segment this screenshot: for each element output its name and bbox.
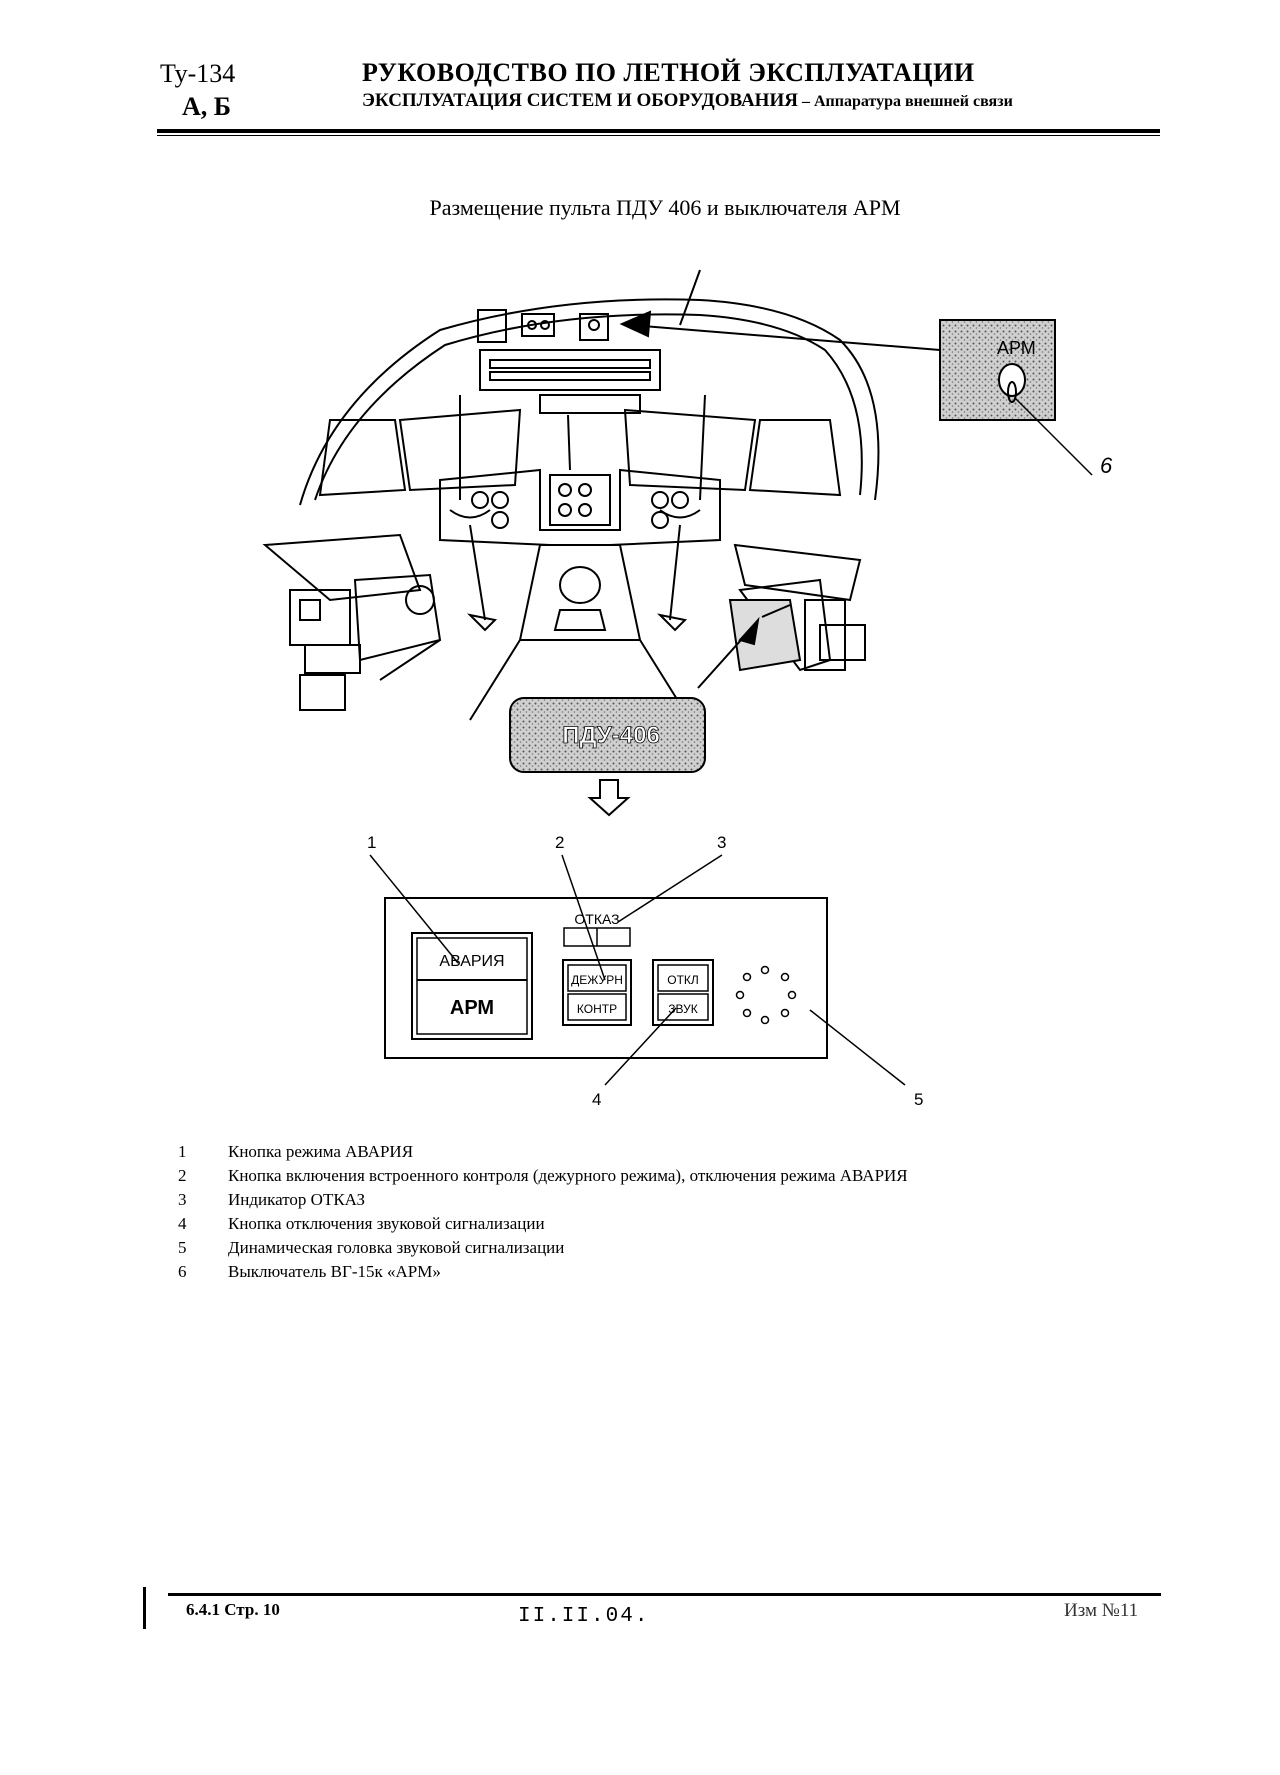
speaker-grille [735, 965, 797, 1025]
manual-title: РУКОВОДСТВО ПО ЛЕТНОЙ ЭКСПЛУАТАЦИИ [362, 58, 975, 87]
callout-2: 2 [555, 833, 564, 852]
down-arrow-icon [587, 779, 631, 817]
chapter-name: ЭКСПЛУАТАЦИЯ СИСТЕМ И ОБОРУДОВАНИЯ [362, 90, 798, 111]
section-name: – Аппаратура внешней связи [797, 93, 1013, 110]
header-rule-thin [157, 135, 1160, 136]
footer-rule [168, 1593, 1161, 1596]
callout-3: 3 [717, 833, 726, 852]
page-number: 6.4.1 Стр. 10 [186, 1600, 280, 1619]
callout-6: 6 [1100, 453, 1113, 478]
avaria-label: АВАРИЯ [439, 953, 504, 970]
otkaz-label: ОТКАЗ [574, 911, 619, 927]
dezhurn-label: ДЕЖУРН [571, 973, 623, 987]
arm-switch-label: АРМ [997, 338, 1036, 358]
revision-date: II.II.04. [518, 1605, 650, 1628]
manual-subtitle: ЭКСПЛУАТАЦИЯ СИСТЕМ И ОБОРУДОВАНИЯ – Апп… [362, 90, 1013, 112]
aircraft-designation: Ту-134 А, Б [160, 58, 235, 123]
aircraft-line2: А, Б [182, 91, 231, 121]
arrow-to-arm [619, 310, 941, 351]
pdu-panel-diagram [369, 854, 906, 1086]
kontr-label: КОНТР [577, 1002, 617, 1016]
arm-button-label: АРМ [450, 997, 494, 1019]
pdu-label-plate [509, 697, 706, 773]
callout-1: 1 [367, 833, 376, 852]
cockpit-drawing [262, 269, 880, 721]
header-rule [157, 129, 1160, 133]
revision-bar [143, 1587, 146, 1629]
arm-switch-inset [939, 319, 1093, 476]
figure-title: Размещение пульта ПДУ 406 и выключателя … [429, 195, 901, 220]
callout-5: 5 [914, 1090, 923, 1109]
otkl-label: ОТКЛ [667, 973, 699, 987]
aircraft-line1: Ту-134 [160, 59, 236, 88]
callout-leaders [369, 854, 906, 1086]
pdu-label: ПДУ-406 [562, 722, 660, 749]
callout-4: 4 [592, 1090, 601, 1109]
zvuk-label: ЗВУК [668, 1002, 697, 1016]
revision-number: Изм №11 [1064, 1600, 1139, 1621]
arrow-to-pdu [697, 604, 791, 689]
